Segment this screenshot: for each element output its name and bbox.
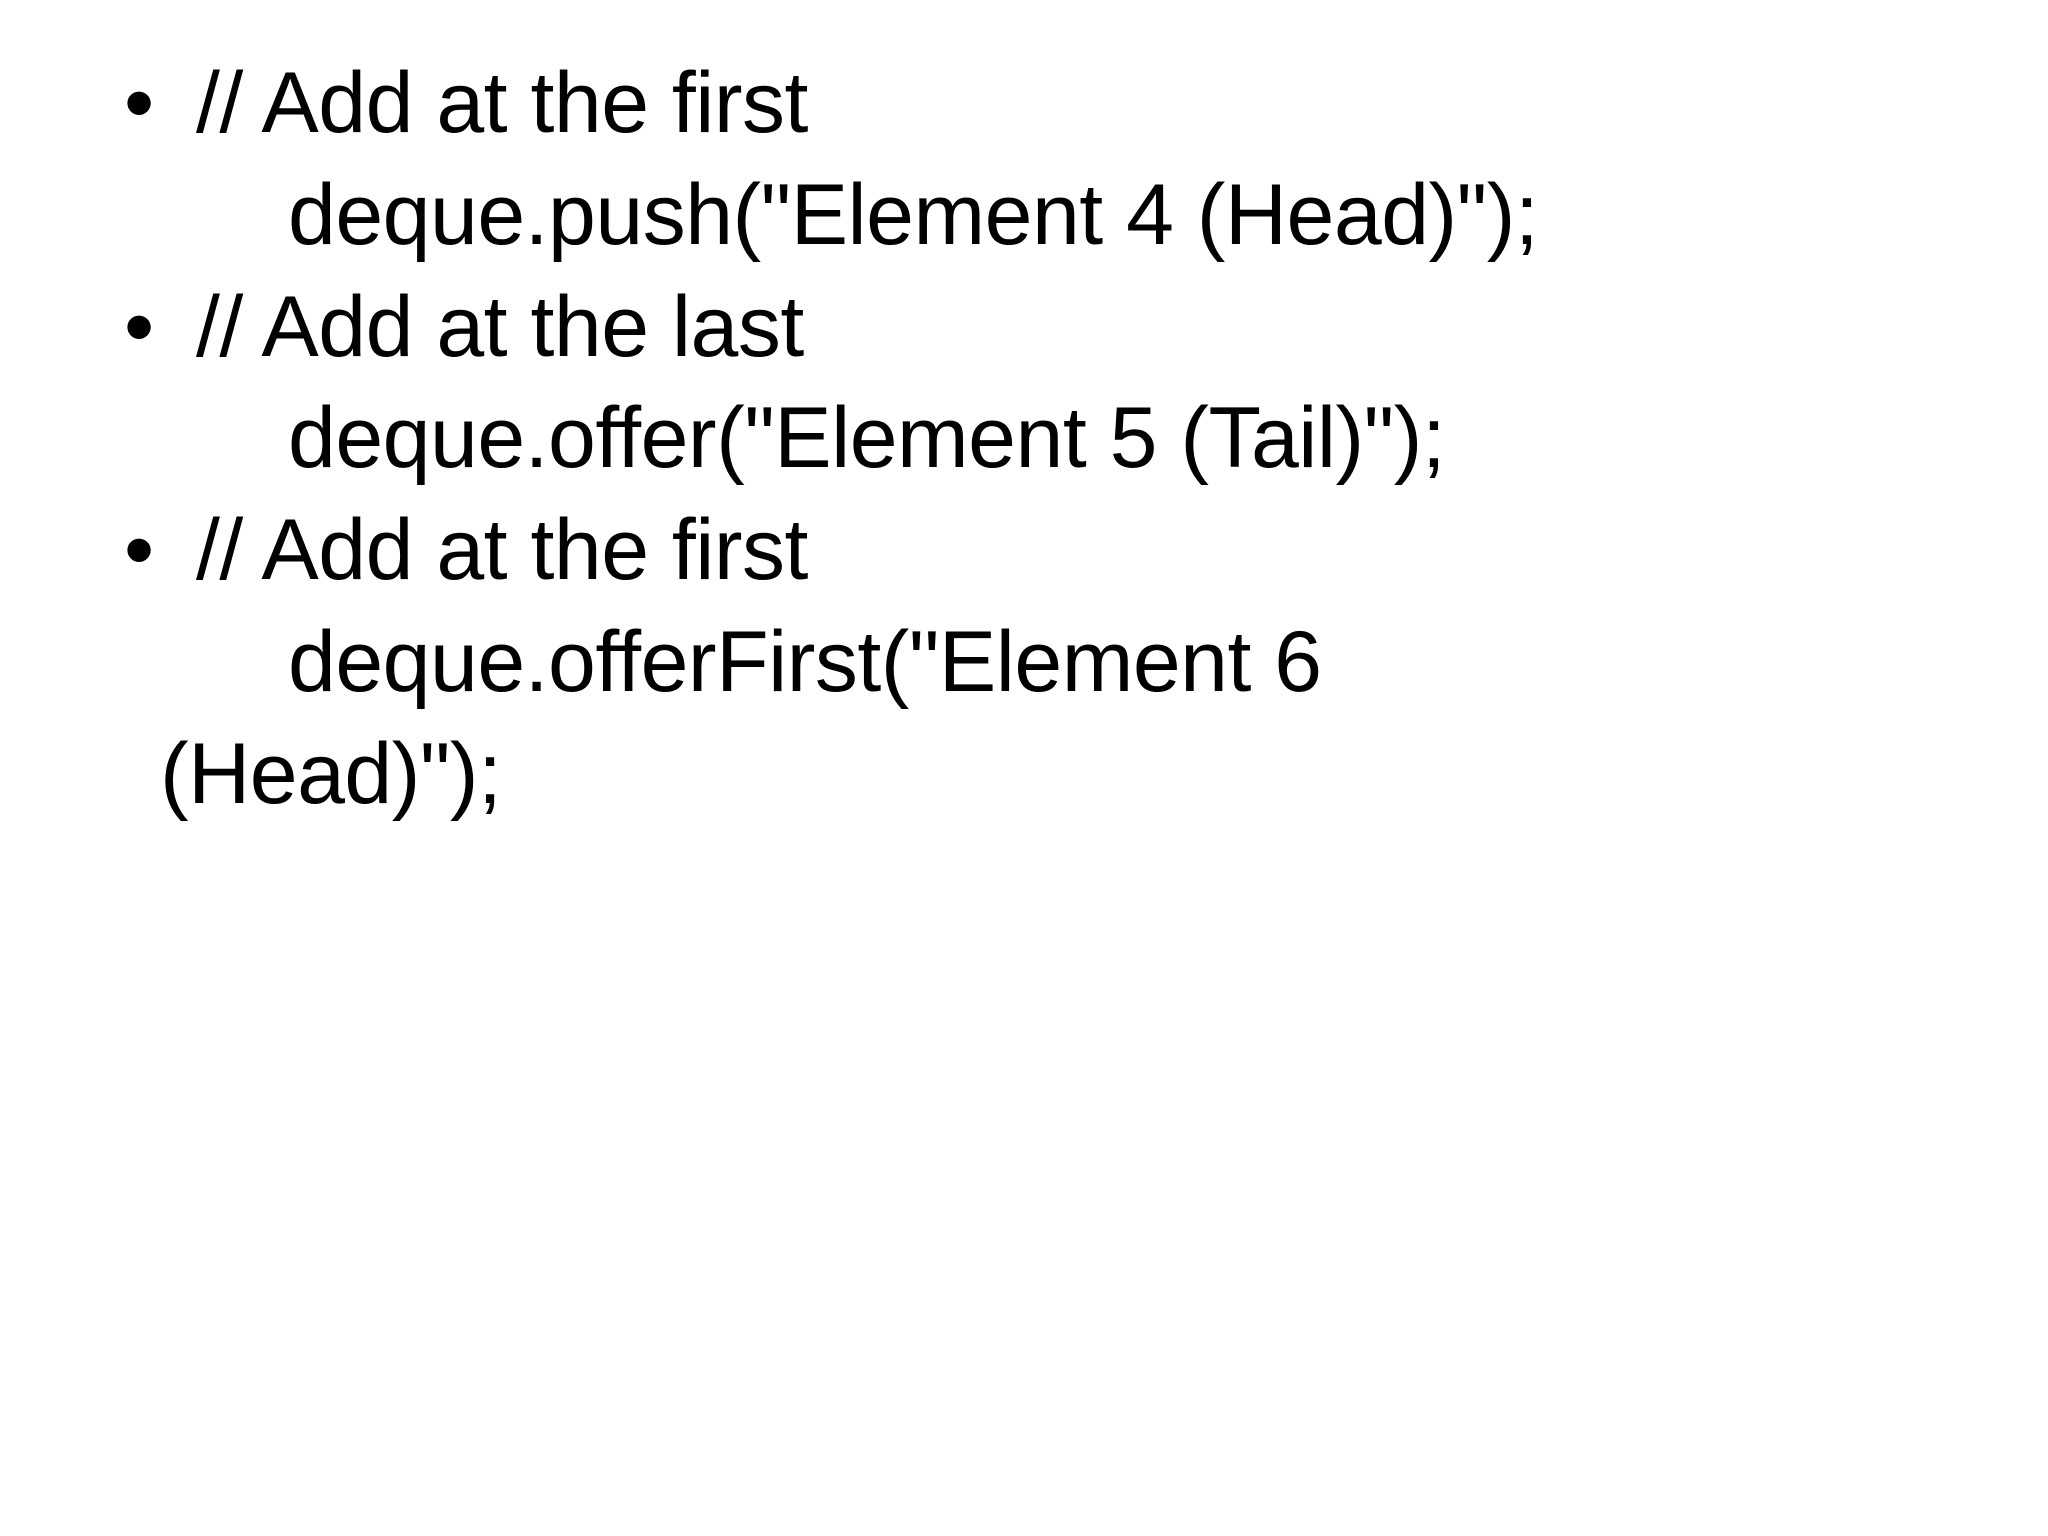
code-line-wrapped[interactable]: deque.offerFirst("Element 6 (Head)"); bbox=[112, 607, 1848, 831]
list-item[interactable]: • // Add at the first bbox=[112, 48, 1962, 160]
code-line-text-part-1: deque.offerFirst("Element 6 bbox=[288, 613, 1322, 710]
list-item[interactable]: • // Add at the first bbox=[112, 495, 1962, 607]
slide-content-placeholder[interactable]: • // Add at the first deque.push("Elemen… bbox=[112, 48, 1962, 831]
list-item-text: // Add at the first bbox=[196, 55, 808, 151]
list-item-text: // Add at the first bbox=[196, 502, 808, 599]
bullet-icon: • bbox=[124, 502, 154, 599]
code-line[interactable]: deque.push("Element 4 (Head)"); bbox=[112, 160, 1962, 272]
list-item[interactable]: • // Add at the last bbox=[112, 272, 1962, 384]
list-item-text: // Add at the last bbox=[196, 278, 804, 375]
code-line-text: deque.push("Element 4 (Head)"); bbox=[288, 166, 1539, 263]
code-line[interactable]: deque.offer("Element 5 (Tail)"); bbox=[112, 383, 1962, 495]
bullet-icon: • bbox=[124, 55, 154, 151]
code-line-text: deque.offer("Element 5 (Tail)"); bbox=[288, 390, 1446, 487]
code-line-text-part-2: (Head)"); bbox=[160, 725, 502, 822]
bullet-icon: • bbox=[124, 278, 154, 375]
